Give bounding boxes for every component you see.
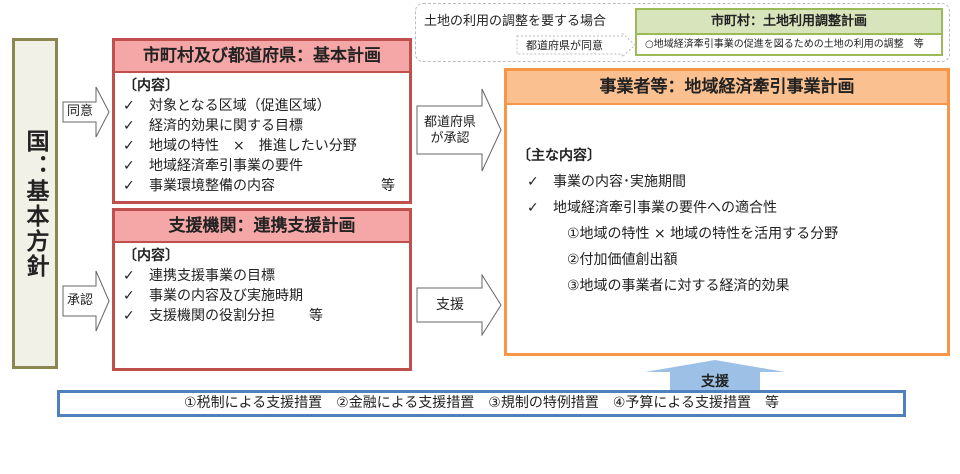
list-item: ✓地域の特性 × 推進したい分野 [123,138,357,154]
check-icon: ✓ [123,118,135,134]
support-arrow: 支援 [416,274,502,336]
prefecture-consent-arrow: 都道府県が同意 [516,33,636,57]
check-icon: ✓ [123,268,135,284]
business-plan-title: 事業者等：地域経済牽引事業計画 [507,71,947,105]
list-item: ✓経済的効果に関する目標 [123,118,303,134]
check-icon: ✓ [123,288,135,304]
list-item: ✓連携支援事業の目標 [123,268,275,284]
national-basic-policy: 国：基本方針 [12,38,58,369]
check-icon: ✓ [123,178,135,194]
business-plan-box: 事業者等：地域経済牽引事業計画 〔主な内容〕 ✓事業の内容･実施期間 ✓地域経済… [504,68,950,356]
check-icon: ✓ [123,158,135,174]
support-up-arrow: 支援 [645,360,785,391]
land-use-plan-box: 市町村：土地利用調整計画 ○地域経済牽引事業の促進を図るための土地の利用の調整 … [635,8,943,56]
prefecture-approval-arrow: 都道府県が承認 [416,88,502,172]
list-item: ✓地域経済牽引事業の要件 [123,158,303,174]
check-icon: ✓ [527,174,539,190]
support-plan-box: 支援機関：連携支援計画 〔内容〕 ✓連携支援事業の目標 ✓事業の内容及び実施時期… [112,208,412,371]
list-item: ✓事業の内容･実施期間 [517,169,947,195]
check-icon: ✓ [123,138,135,154]
list-item: ✓対象となる区域（促進区域） [123,98,331,114]
list-item: ✓事業の内容及び実施時期 [123,288,303,304]
check-icon: ✓ [527,200,539,216]
list-item: ✓地域経済牽引事業の要件への適合性 [517,195,947,221]
support-plan-title: 支援機関：連携支援計画 [115,211,409,243]
support-measures-box: ①税制による支援措置 ②金融による支援措置 ③規制の特例措置 ④予算による支援措… [57,390,906,417]
check-icon: ✓ [123,98,135,114]
land-use-group: 土地の利用の調整を要する場合 都道府県が同意 [415,3,950,62]
approval-arrow: 承認 [62,270,110,332]
list-item: ✓支援機関の役割分担等 [123,308,323,324]
basic-plan-title: 市町村及び都道府県：基本計画 [115,41,409,73]
check-icon: ✓ [123,308,135,324]
list-item: ✓事業環境整備の内容等 [123,178,395,194]
basic-plan-box: 市町村及び都道府県：基本計画 〔内容〕 ✓対象となる区域（促進区域） ✓経済的効… [112,38,412,204]
consent-arrow: 同意 [62,86,110,138]
